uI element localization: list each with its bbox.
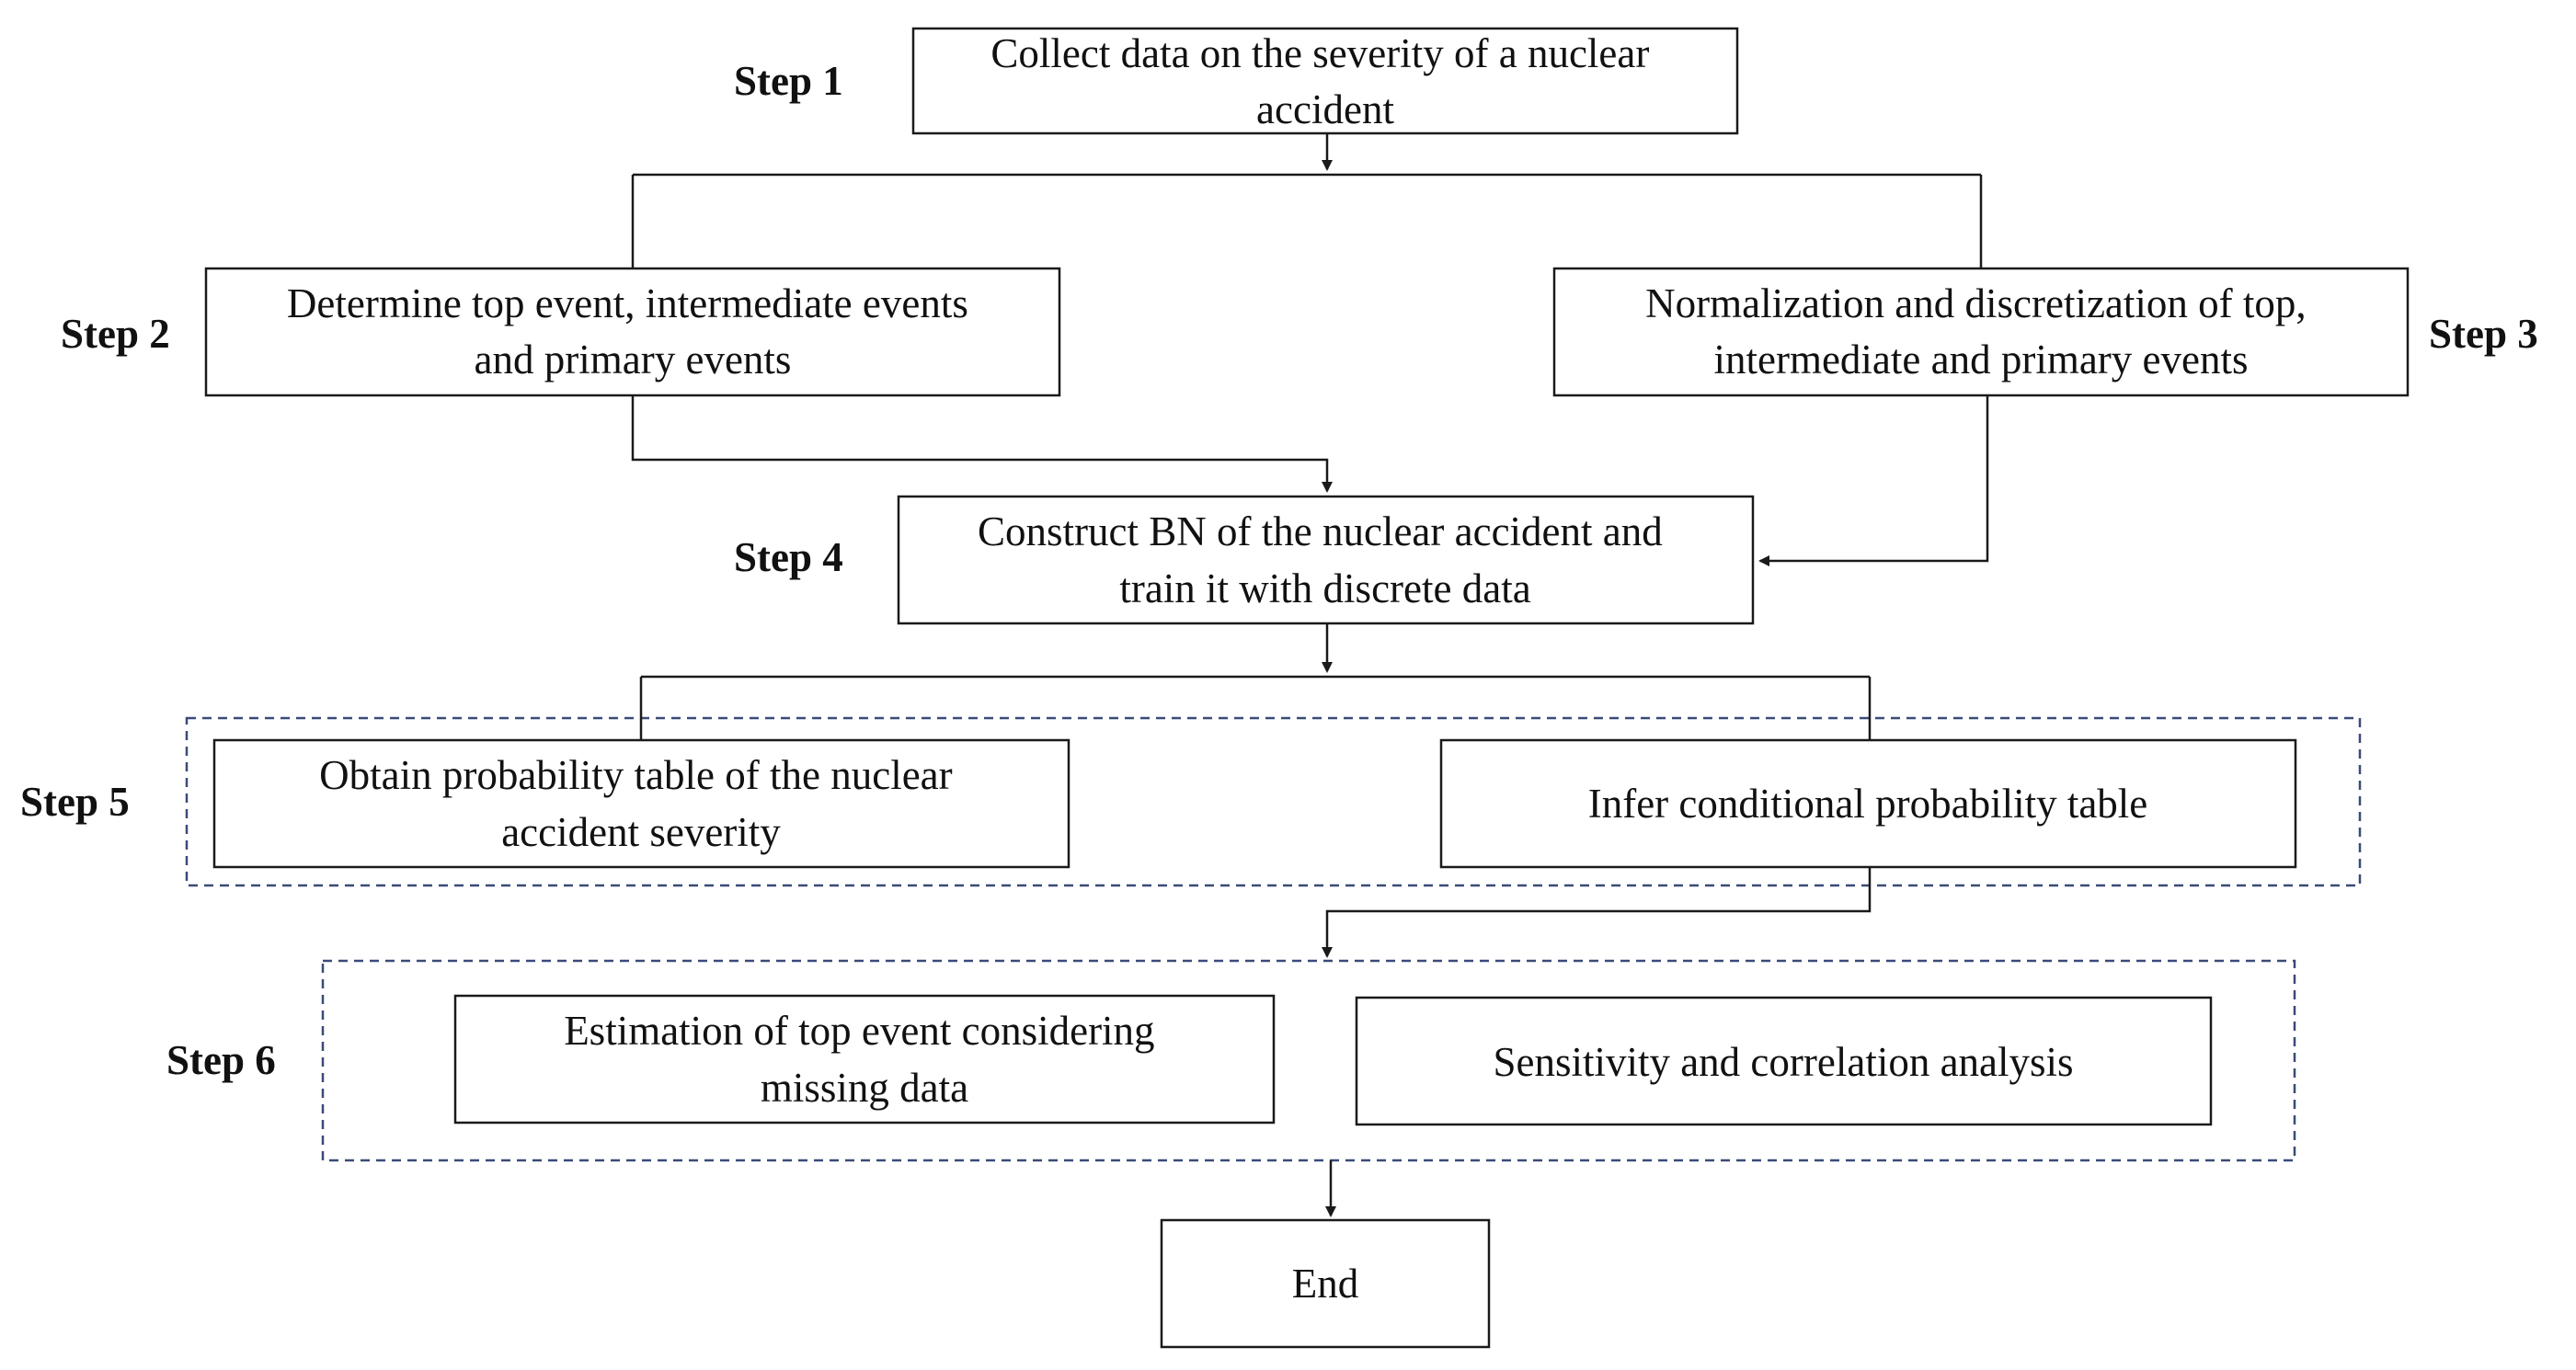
box-collect-data: Collect data on the severity of a nuclea… <box>911 27 1739 135</box>
box-normalize-line2: intermediate and primary events <box>1713 337 2248 382</box>
step-2-label: Step 2 <box>61 311 170 357</box>
box-construct-line2: train it with discrete data <box>1119 565 1530 611</box>
svg-text:Estimation of top event consid: Estimation of top event considering miss… <box>564 1008 1165 1111</box>
box-determine-line1: Determine top event, intermediate events <box>287 280 968 326</box>
svg-text:Infer conditional probability: Infer conditional probability table <box>1588 781 2148 827</box>
box-determine-events: Determine top event, intermediate events… <box>204 267 1061 397</box>
svg-text:Obtain probability table of th: Obtain probability table of the nuclear … <box>319 752 963 855</box>
box-construct-bn: Construct BN of the nuclear accident and… <box>897 495 1755 625</box>
svg-text:Collect data on the severity o: Collect data on the severity of a nuclea… <box>990 30 1659 132</box>
box-estimate-line2: missing data <box>761 1065 968 1111</box>
step-1-label: Step 1 <box>734 58 843 104</box>
box-obtain-line1: Obtain probability table of the nuclear <box>319 752 953 798</box>
svg-text:Normalization and discretizati: Normalization and discretization of top,… <box>1645 280 2317 382</box>
step-5-label: Step 5 <box>20 779 130 825</box>
box-collect-line1: Collect data on the severity of a nuclea… <box>990 30 1649 76</box>
svg-text:Determine top event, intermedi: Determine top event, intermediate events… <box>287 280 979 382</box>
connector-normalize-construct <box>1758 395 1989 566</box>
box-estimate-line1: Estimation of top event considering <box>564 1008 1154 1054</box>
svg-text:Sensitivity and correlation an: Sensitivity and correlation analysis <box>1493 1039 2073 1085</box>
box-sensitivity-line1: Sensitivity and correlation analysis <box>1493 1039 2073 1085</box>
svg-text:Construct BN of the nuclear ac: Construct BN of the nuclear accident and… <box>978 508 1673 611</box>
box-end-line1: End <box>1292 1261 1359 1307</box>
box-infer-cpt: Infer conditional probability table <box>1439 738 2297 869</box>
svg-text:End: End <box>1292 1261 1359 1307</box>
box-normalization: Normalization and discretization of top,… <box>1552 267 2410 397</box>
box-infer-line1: Infer conditional probability table <box>1588 781 2148 827</box>
box-determine-line2: and primary events <box>475 337 792 382</box>
step6-group <box>321 959 2296 1162</box>
step-4-label: Step 4 <box>734 534 843 580</box>
step-3-label: Step 3 <box>2429 311 2538 357</box>
box-end: End <box>1160 1218 1491 1349</box>
box-construct-line1: Construct BN of the nuclear accident and <box>978 508 1663 554</box>
box-obtain-line2: accident severity <box>501 809 781 855</box>
box-normalize-line1: Normalization and discretization of top, <box>1645 280 2307 326</box>
step5-group <box>185 716 2362 887</box>
box-estimation: Estimation of top event considering miss… <box>453 994 1276 1125</box>
box-sensitivity: Sensitivity and correlation analysis <box>1355 996 2213 1126</box>
connector-determine-construct <box>631 395 1333 493</box>
box-collect-line2: accident <box>1256 86 1394 132</box>
step-6-label: Step 6 <box>166 1037 276 1083</box>
box-obtain-probability: Obtain probability table of the nuclear … <box>212 738 1070 869</box>
connector-infer-step6 <box>1322 867 1872 958</box>
